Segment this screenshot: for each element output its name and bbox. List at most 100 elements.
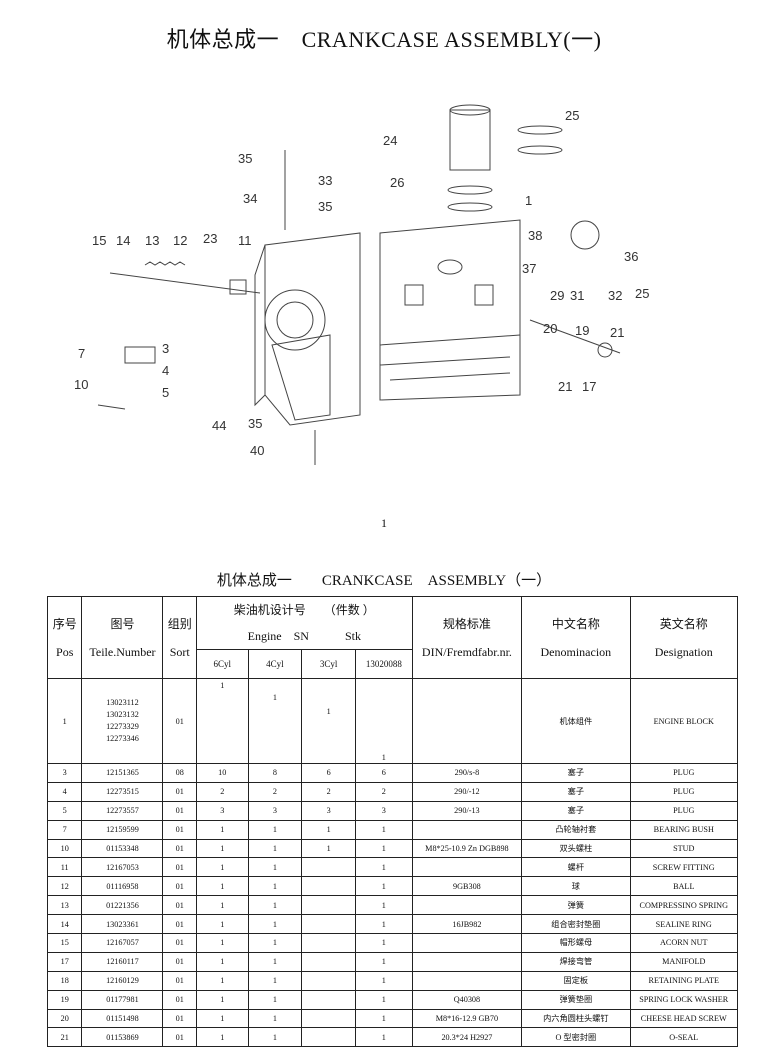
cell-3cyl (301, 1027, 356, 1047)
cell-part: 01153869 (81, 1027, 164, 1047)
callout: 1 (525, 193, 532, 208)
cell-part: 01221356 (81, 895, 164, 916)
cell-4cyl: 1 (247, 838, 303, 859)
cylinder-liner (449, 109, 491, 171)
cell-pos: 10 (46, 838, 83, 859)
cell-13020088: 1 (354, 989, 413, 1010)
cell-13020088: 6 (354, 763, 413, 783)
cell-13020088: 1 (354, 933, 413, 953)
header-name-cn: 中文名称 Denominacion (521, 596, 631, 679)
cell-13020088: 3 (354, 800, 413, 821)
cell-name-en: PLUG (629, 781, 739, 802)
cell-sort: 01 (162, 1008, 197, 1029)
callout: 12 (173, 233, 187, 248)
cell-sort: 01 (162, 876, 197, 897)
cell-standard: M8*16-12.9 GB70 (411, 1008, 523, 1029)
callout: 11 (238, 233, 252, 248)
cell-name-cn: 双头螺柱 (521, 838, 631, 859)
block-window (474, 284, 494, 306)
callout: 14 (116, 233, 130, 248)
cell-name-cn: 弹簧 (521, 895, 631, 916)
callout: 35 (248, 416, 262, 431)
header-4cyl: 4Cyl (247, 649, 303, 679)
cell-part: 13023112 13023132 12273329 12273346 (81, 678, 164, 764)
callout: 24 (383, 133, 397, 148)
callout: 23 (203, 231, 217, 246)
callout: 7 (78, 346, 85, 361)
cell-3cyl (301, 1008, 356, 1029)
callout: 29 (550, 288, 564, 303)
header-standard-cn: 规格标准 (442, 616, 491, 631)
cell-part: 01151498 (81, 1008, 164, 1029)
callout: 40 (250, 443, 264, 458)
cell-pos: 14 (46, 914, 83, 935)
cell-pos: 21 (46, 1027, 83, 1047)
table-row: 1 13023112 13023132 12273329 12273346 01… (46, 678, 739, 764)
header-6cyl: 6Cyl (195, 649, 249, 679)
cell-standard (411, 895, 523, 916)
table-title: 机体总成一 CRANKCASE ASSEMBLY（一） (216, 573, 552, 589)
cell-name-en: STUD (629, 838, 739, 859)
cell-6cyl: 1 (195, 857, 249, 878)
cell-standard: 290/-12 (411, 781, 523, 802)
o-ring (447, 202, 493, 212)
cell-standard: Q40308 (411, 989, 523, 1010)
block-ribs (379, 334, 521, 381)
cell-name-en: O-SEAL (629, 1027, 739, 1047)
cell-pos: 12 (46, 876, 83, 897)
header-13020088: 13020088 (354, 649, 413, 679)
cell-sort: 01 (162, 989, 197, 1010)
cell-3cyl (301, 989, 356, 1010)
callout: 21 (558, 379, 572, 394)
cell-4cyl: 1 (247, 678, 303, 764)
cell-part: 12273515 (81, 781, 164, 802)
cell-pos: 17 (46, 951, 83, 972)
callout: 3 (162, 341, 169, 356)
cell-name-en: PLUG (629, 800, 739, 821)
cell-3cyl: 1 (301, 838, 356, 859)
cell-3cyl (301, 895, 356, 916)
cell-name-en: SCREW FITTING (629, 857, 739, 878)
qty: 1 (272, 693, 277, 702)
bearing-bush (124, 346, 156, 364)
cell-part: 12273557 (81, 800, 164, 821)
cell-13020088: 1 (354, 838, 413, 859)
cell-name-en: ACORN NUT (629, 933, 739, 953)
cell-3cyl (301, 857, 356, 878)
header-name-cn-label: 中文名称 (551, 616, 600, 631)
cell-4cyl: 1 (247, 895, 303, 916)
cell-6cyl: 1 (195, 895, 249, 916)
callout: 20 (543, 321, 557, 336)
cell-pos: 4 (46, 781, 83, 802)
qty: 1 (381, 753, 386, 762)
cell-13020088: 1 (354, 1027, 413, 1047)
seal-ring (517, 145, 563, 155)
manifold-line (529, 319, 621, 354)
o-ring (447, 185, 493, 195)
cell-name-cn: 塞子 (521, 800, 631, 821)
cell-13020088: 1 (354, 857, 413, 878)
callout: 34 (243, 191, 257, 206)
callout: 31 (570, 288, 584, 303)
header-3cyl: 3Cyl (301, 649, 356, 679)
cell-3cyl (301, 970, 356, 991)
cell-name-cn: 内六角圆柱头螺钉 (521, 1008, 631, 1029)
cell-6cyl: 1 (195, 678, 249, 764)
cell-6cyl: 1 (195, 951, 249, 972)
header-name-en-en: Designation (654, 644, 713, 659)
header-engine: 柴油机设计号 （件数 ） Engine SN Stk (195, 596, 413, 650)
cell-standard: 290/s-8 (411, 763, 523, 783)
page-number: 1 (381, 516, 387, 530)
cell-4cyl: 1 (247, 989, 303, 1010)
cell-6cyl: 1 (195, 914, 249, 935)
cell-sort: 08 (162, 763, 197, 783)
cell-13020088: 1 (354, 895, 413, 916)
cell-part: 12151365 (81, 763, 164, 783)
header-engine-cn: 柴油机设计号 （件数 ） (233, 603, 375, 617)
cell-4cyl: 1 (247, 857, 303, 878)
